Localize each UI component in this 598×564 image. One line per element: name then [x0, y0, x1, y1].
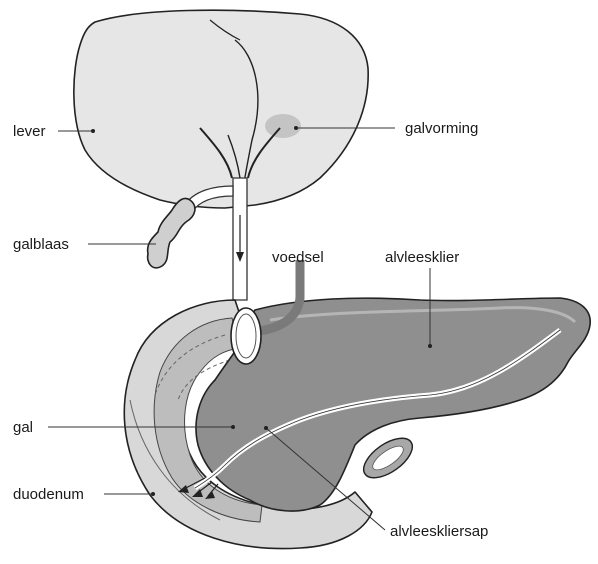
label-alvleesklier: alvleesklier [385, 249, 459, 266]
label-lever: lever [13, 123, 46, 140]
label-alvleeskliersap: alvleeskliersap [390, 523, 488, 540]
leader-lever-dot [91, 129, 95, 133]
label-galvorming: galvorming [405, 120, 478, 137]
leader-galvorming-dot [294, 126, 298, 130]
label-galblaas: galblaas [13, 236, 69, 253]
bile-formation-spot [265, 114, 301, 138]
liver-shape [74, 10, 368, 208]
leader-alvleesklier-dot [428, 344, 432, 348]
leader-alvleeskliersap-dot [264, 426, 268, 430]
leader-gal-dot [231, 425, 235, 429]
gallbladder [148, 198, 195, 267]
leader-duodenum-dot [151, 492, 155, 496]
label-gal: gal [13, 419, 33, 436]
label-voedsel: voedsel [272, 249, 324, 266]
label-duodenum: duodenum [13, 486, 84, 503]
